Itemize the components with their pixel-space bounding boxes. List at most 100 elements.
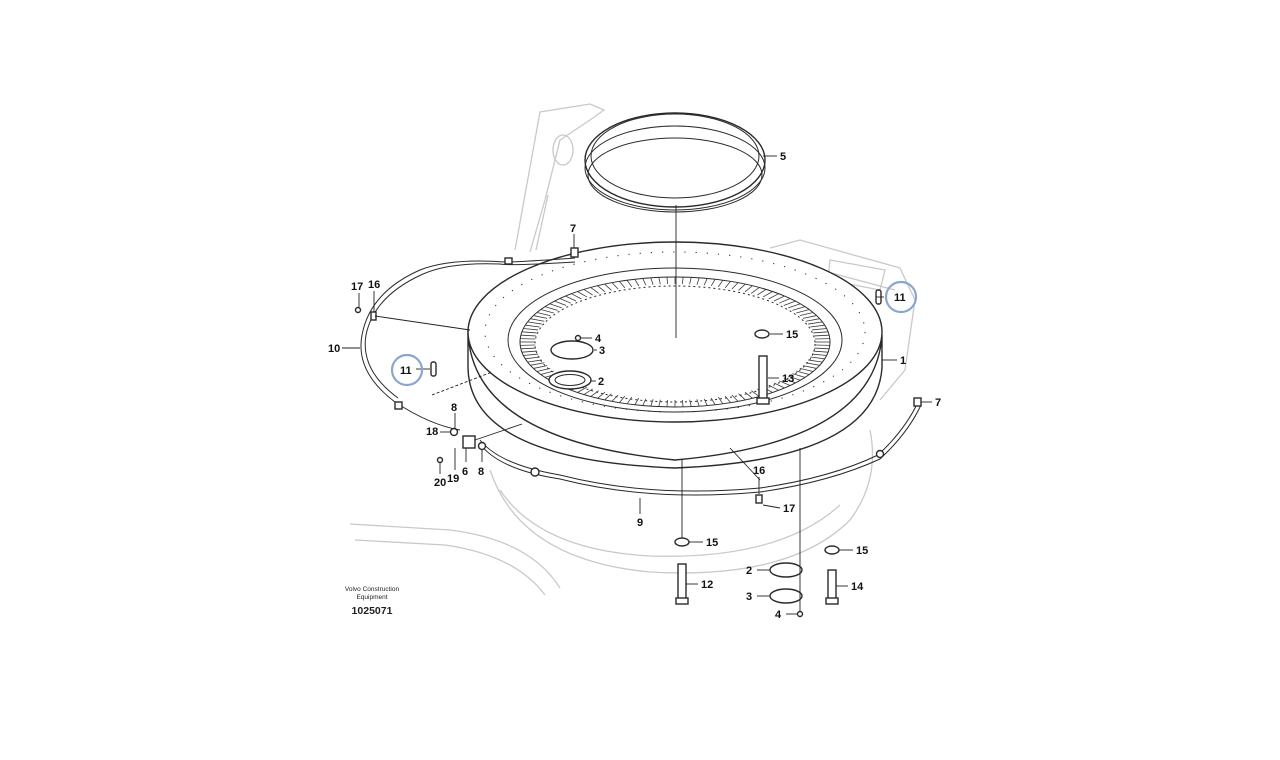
gear-tooth (814, 347, 830, 350)
gear-tooth (744, 285, 753, 293)
callout-2: 2 (746, 565, 752, 577)
gear-tooth (527, 359, 542, 363)
gear-tooth (549, 303, 562, 309)
gear-tooth (658, 277, 661, 285)
gear-tooth (696, 399, 700, 407)
gear-tooth (778, 298, 791, 304)
callout-17: 17 (351, 281, 363, 293)
gear-tooth (597, 391, 606, 399)
gear-tooth (597, 285, 606, 293)
callout-16: 16 (368, 279, 380, 291)
gear-tooth (536, 367, 551, 372)
gear-tooth (689, 399, 692, 407)
gear-tooth (783, 378, 796, 384)
gear-tooth (773, 382, 785, 389)
gear-tooth (642, 398, 647, 406)
gear-tooth (814, 334, 830, 337)
gear-tooth (689, 277, 692, 285)
gear-tooth (650, 277, 654, 285)
gear-tooth (523, 353, 539, 356)
callout-4: 4 (595, 333, 602, 345)
manufacturer-label: Volvo Construction Equipment (344, 586, 400, 601)
drawing-caption: Volvo Construction Equipment 1025071 (332, 586, 412, 617)
highlight-circle-11-left (390, 353, 424, 387)
callout-17: 17 (783, 503, 795, 515)
callout-2: 2 (598, 376, 604, 388)
gear-tooth (805, 362, 820, 366)
callout-19: 19 (447, 473, 459, 485)
gear-tooth (604, 283, 612, 291)
callout-15: 15 (786, 329, 798, 341)
gear-tooth (717, 396, 724, 405)
gear-tooth (751, 287, 760, 294)
gear-tooth (796, 370, 810, 375)
gear-tooth (731, 282, 739, 290)
callout-15: 15 (706, 537, 718, 549)
gear-tooth (792, 306, 806, 311)
gear-tooth (626, 279, 633, 288)
gear-tooth (533, 365, 548, 369)
gear-tooth (811, 353, 827, 356)
leader-lines (342, 155, 932, 615)
gear-tooth (788, 375, 801, 381)
highlight-circle-11-right (884, 280, 918, 314)
gear-tooth (540, 370, 554, 375)
gear-tooth (619, 281, 626, 289)
gear-tooth (530, 362, 545, 366)
callout-11: 11 (894, 292, 906, 304)
callout-12: 12 (701, 579, 713, 591)
gear-tooth (710, 279, 716, 287)
part-5-seal-ring (584, 112, 766, 213)
gear-tooth (802, 365, 817, 369)
callout-9: 9 (637, 517, 643, 529)
callout-16: 16 (753, 465, 765, 477)
gear-tooth (768, 293, 779, 300)
gear-tooth (554, 300, 567, 306)
callout-14: 14 (851, 581, 864, 593)
gear-tooth (590, 287, 599, 294)
gear-tooth (792, 373, 806, 378)
gear-tooth (731, 394, 739, 402)
callout-4: 4 (775, 609, 782, 621)
callout-7: 7 (935, 397, 941, 409)
gear-tooth (611, 394, 619, 402)
gear-tooth (810, 356, 825, 360)
gear-tooth (805, 318, 820, 322)
gear-tooth (544, 306, 558, 311)
callout-10: 10 (328, 343, 340, 355)
gear-tooth (577, 291, 588, 298)
gear-tooth (619, 395, 626, 403)
gear-tooth (762, 291, 773, 298)
gear-tooth (571, 293, 582, 300)
gear-tooth (717, 279, 724, 288)
gear-tooth (658, 399, 661, 407)
gear-tooth (611, 282, 619, 290)
callout-1: 1 (900, 355, 906, 367)
callout-13: 13 (782, 373, 794, 385)
callout-labels: 5 7 7 17 16 10 11 11 4 3 2 15 13 1 8 18 … (328, 151, 941, 621)
gear-tooth (751, 390, 760, 397)
part-1-slewing-ring (467, 241, 883, 469)
gear-tooth (559, 298, 572, 304)
gear-tooth (527, 321, 542, 325)
gear-tooth (802, 315, 817, 319)
gear-tooth (577, 386, 588, 393)
gear-tooth (604, 393, 612, 401)
gear-tooth (530, 318, 545, 322)
gear-tooth (813, 350, 829, 353)
callout-3: 3 (746, 591, 752, 603)
fittings (354, 247, 922, 504)
gear-tooth (808, 359, 823, 363)
gear-tooth (642, 278, 647, 286)
callout-3: 3 (599, 345, 605, 357)
bolts-and-washers (674, 329, 840, 618)
gear-tooth (590, 390, 599, 397)
gear-tooth (799, 367, 814, 372)
gear-tooth (536, 312, 551, 317)
gear-tooth (681, 277, 684, 285)
gear-tooth (744, 391, 753, 399)
upper-plates-2-3-4 (548, 334, 594, 390)
gear-tooth (724, 281, 731, 289)
callout-5: 5 (780, 151, 786, 163)
